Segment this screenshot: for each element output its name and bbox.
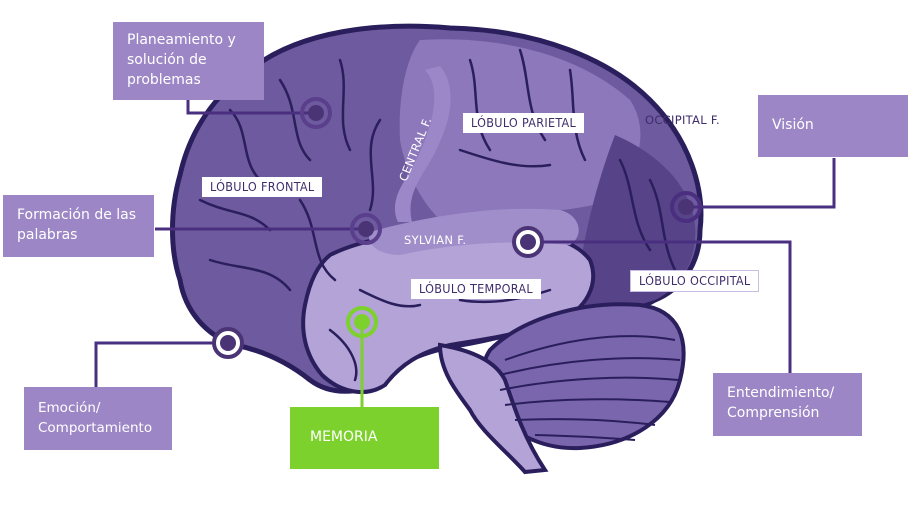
callout-vision-text: Visión (772, 117, 814, 133)
connector-emotion (94, 341, 228, 392)
callout-vision: Visión (758, 95, 908, 157)
marker-vision (670, 191, 702, 223)
occipital-lobe (575, 135, 696, 309)
label-parietal-lobe: LÓBULO PARIETAL (463, 113, 585, 133)
connector-lines (94, 100, 836, 392)
callout-memory-text: MEMORIA (310, 429, 378, 445)
callout-memory: MEMORIA (290, 407, 439, 469)
marker-memory (346, 306, 378, 338)
callout-understanding: Entendimiento/ Comprensión (713, 373, 862, 436)
label-sylvian-fissure: SYLVIAN F. (404, 233, 467, 247)
callout-planning-text: Planeamiento y solución de problemas (127, 32, 236, 88)
callout-words: Formación de las palabras (3, 195, 154, 257)
brainstem (437, 342, 549, 475)
label-occipital-lobe: LÓBULO OCCIPITAL (630, 270, 760, 292)
marker-emotion (212, 327, 244, 359)
callout-understanding-text: Entendimiento/ Comprensión (727, 385, 835, 421)
connector-understanding (528, 240, 792, 375)
callout-emotion: Emoción/ Comportamiento (24, 387, 172, 450)
connector-vision (686, 158, 836, 209)
connector-planning (186, 100, 316, 115)
cerebellum-folia (499, 335, 681, 441)
label-occipital-fissure: OCCIPITAL F. (645, 113, 720, 127)
callout-words-text: Formación de las palabras (17, 207, 137, 243)
marker-understanding (512, 226, 544, 258)
central-fissure-band (394, 66, 451, 222)
sylvian-region (369, 208, 579, 255)
callout-emotion-text: Emoción/ Comportamiento (38, 400, 153, 436)
marker-planning (300, 97, 332, 129)
callout-planning: Planeamiento y solución de problemas (113, 22, 264, 100)
label-temporal-lobe: LÓBULO TEMPORAL (411, 279, 541, 299)
marker-words (350, 213, 382, 245)
label-frontal-lobe: LÓBULO FRONTAL (202, 177, 323, 197)
